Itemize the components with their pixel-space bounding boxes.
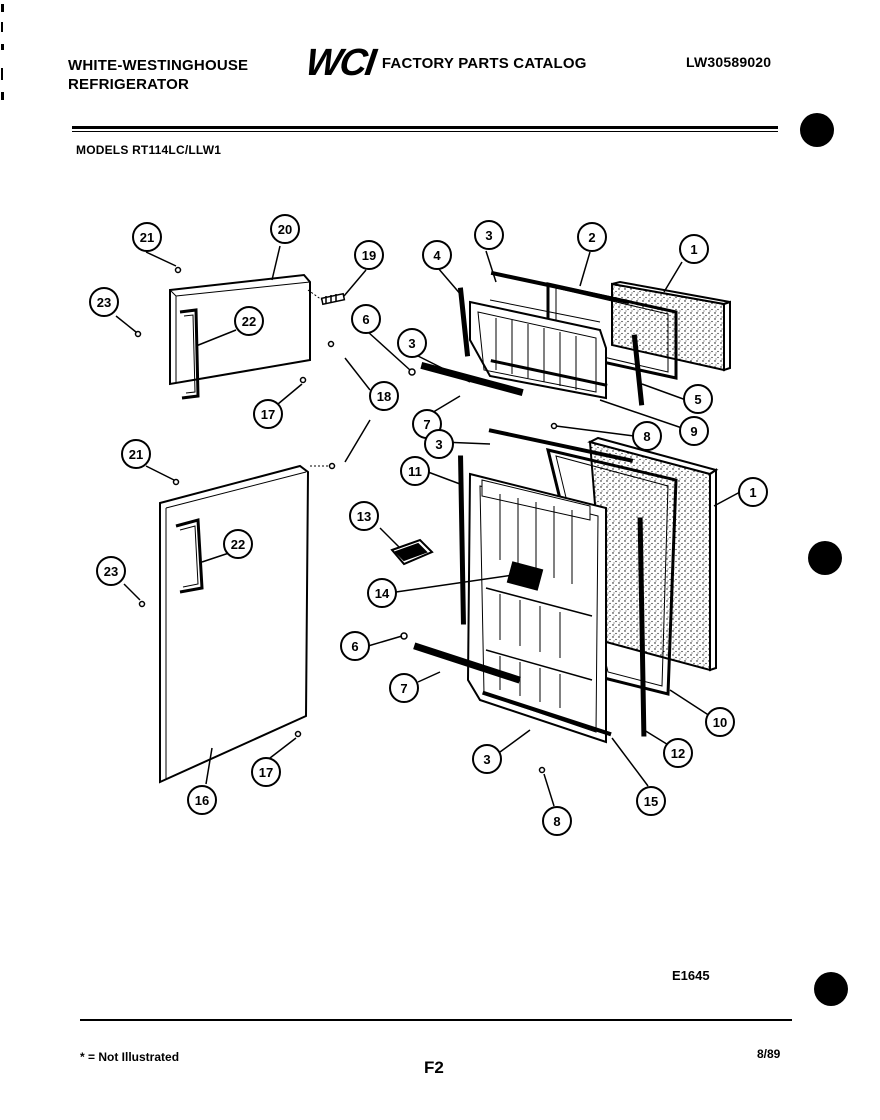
shelf-clip	[390, 538, 434, 566]
callout-17: 17	[261, 407, 275, 422]
callout-23: 23	[97, 295, 111, 310]
brand-heading: WHITE-WESTINGHOUSE REFRIGERATOR	[68, 56, 248, 94]
callout-circles	[89, 214, 768, 836]
freezer-door-handle	[179, 308, 200, 400]
callout-22: 22	[242, 314, 256, 329]
leader-lines	[115, 245, 741, 807]
fresh-food-door-panel	[159, 464, 310, 784]
hinge-leader-2	[344, 419, 371, 463]
callout-21: 21	[140, 230, 154, 245]
callout-numbers: 1 2 3 4 5 6 3 7 8 9 3 11 1 13 14 6 7 10 …	[97, 222, 757, 829]
callout-3: 3	[483, 752, 490, 767]
hinge-leader	[344, 357, 371, 391]
callout-10: 10	[713, 715, 727, 730]
footer-rule	[80, 1019, 792, 1021]
footnote: * = Not Illustrated	[80, 1050, 180, 1064]
callout-1: 1	[749, 485, 756, 500]
freezer-outer-panel	[611, 280, 731, 372]
header-rule	[72, 126, 778, 129]
revision-date: 8/89	[757, 1047, 781, 1061]
callout-2: 2	[588, 230, 595, 245]
callout-4: 4	[433, 248, 441, 263]
callout-16: 16	[195, 793, 209, 808]
binder-hole-bottom	[814, 972, 848, 1006]
callout-5: 5	[694, 392, 701, 407]
callout-3: 3	[485, 228, 492, 243]
callout-3: 3	[408, 336, 415, 351]
binder-hole-top	[800, 113, 834, 147]
callout-8: 8	[643, 429, 650, 444]
freezer-door-liner	[469, 299, 607, 400]
binder-hole-middle	[808, 541, 842, 575]
fresh-food-outer-panel	[587, 436, 719, 672]
brand-line-2: REFRIGERATOR	[68, 76, 190, 93]
callout-15: 15	[644, 794, 658, 809]
catalog-title: FACTORY PARTS CATALOG	[381, 54, 587, 72]
callout-6: 6	[351, 639, 358, 654]
callout-9: 9	[690, 424, 697, 439]
callout-17: 17	[259, 765, 273, 780]
dash-upper	[307, 289, 323, 301]
callout-7: 7	[423, 417, 430, 432]
fresh-food-door-handle	[175, 518, 204, 594]
page-number: F2	[424, 1058, 444, 1077]
callout-14: 14	[375, 586, 390, 601]
header-rule-thin	[72, 131, 778, 132]
models-label: MODELS RT114LC/LLW1	[76, 143, 222, 157]
callout-7: 7	[400, 681, 407, 696]
hinge-pin-upper	[134, 266, 346, 738]
callout-23: 23	[104, 564, 118, 579]
callout-6: 6	[362, 312, 369, 327]
callout-8: 8	[553, 814, 560, 829]
callout-3: 3	[435, 437, 442, 452]
page-edge-marks	[1, 4, 4, 100]
callout-21: 21	[129, 447, 143, 462]
catalog-header: WCI FACTORY PARTS CATALOG	[303, 42, 587, 84]
brand-line-1: WHITE-WESTINGHOUSE	[68, 57, 249, 74]
callout-22: 22	[231, 537, 245, 552]
callout-1: 1	[690, 242, 697, 257]
callout-19: 19	[362, 248, 376, 263]
fresh-food-door-liner	[466, 472, 607, 744]
catalog-number: LW30589020	[686, 54, 772, 70]
callout-11: 11	[408, 464, 422, 479]
callout-20: 20	[278, 222, 292, 237]
callout-13: 13	[357, 509, 371, 524]
diagram-code: E1645	[672, 968, 710, 983]
callout-12: 12	[671, 746, 685, 761]
callout-18: 18	[377, 389, 391, 404]
